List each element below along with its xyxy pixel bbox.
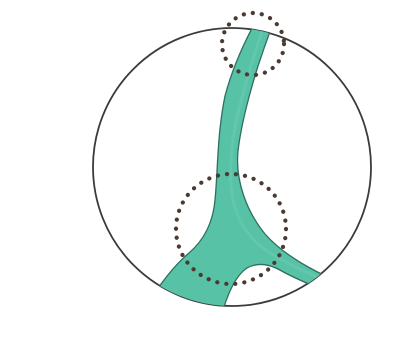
vessel-diagram <box>0 0 404 361</box>
diagram-stage <box>0 0 404 361</box>
